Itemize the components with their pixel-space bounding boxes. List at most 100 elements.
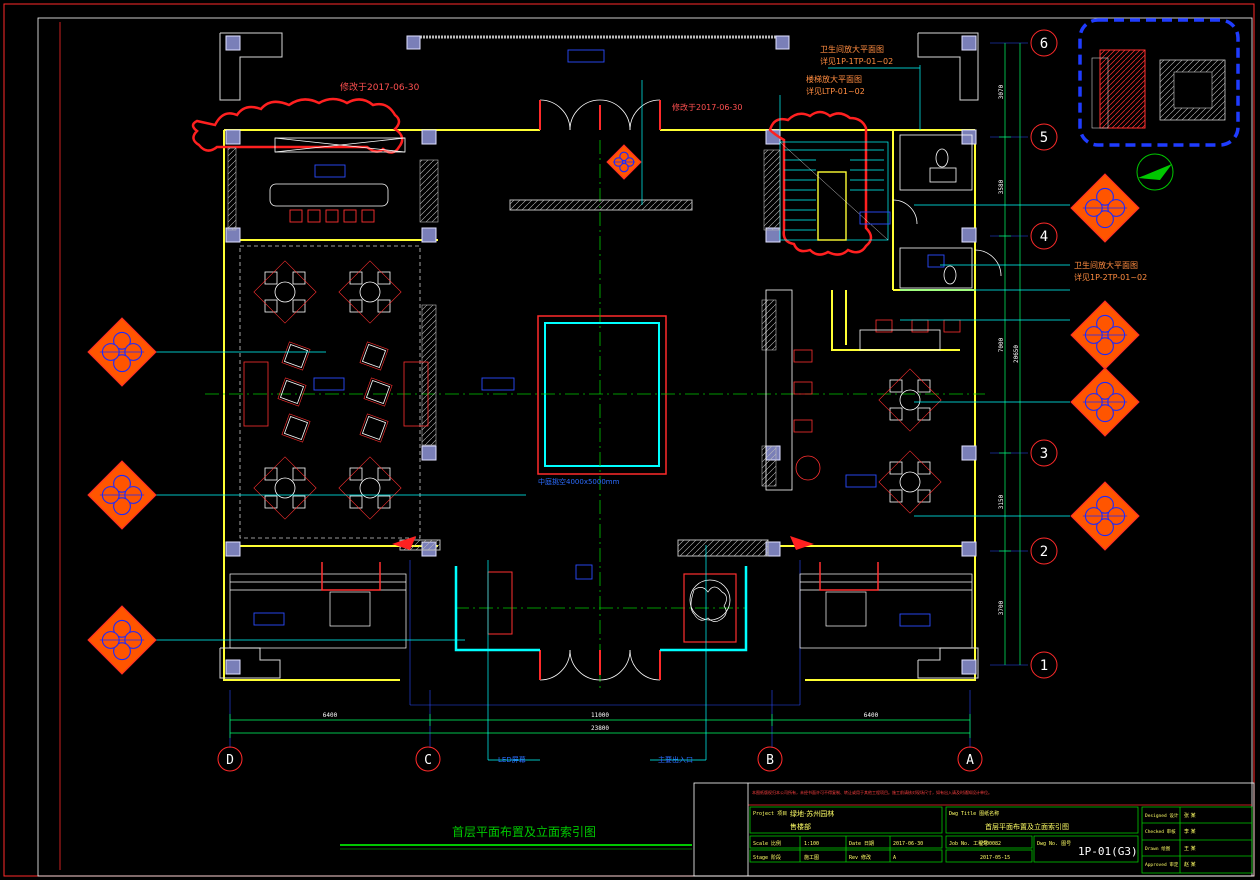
chair [917,379,931,393]
chair [377,467,391,481]
tb-drawn-value: 王 某 [1184,846,1196,852]
tb-drawing-value: 首层平面布置及立面索引图 [985,822,1069,831]
tb-rev-label: Rev 修改 [849,854,871,861]
svg-text:A: A [966,753,974,768]
chair [377,271,391,285]
tb-project-label: Project 项目 [753,811,787,817]
svg-text:6: 6 [1040,36,1048,52]
table-group [878,450,942,514]
entrance-vestibule [399,539,769,652]
tb-designed-value: 张 某 [1184,812,1196,819]
grid-bubble-5: 5 [1030,123,1058,151]
chair [917,461,931,475]
lounge-chair [281,341,311,371]
grid-bubble-6: 6 [1030,29,1058,57]
reception-screen-bar [509,199,693,211]
elevation-marker-icon [1070,300,1140,370]
building-walls [223,129,976,681]
tb-project-sub: 售楼部 [790,822,811,831]
chair [377,299,391,313]
entry-doors [539,99,661,681]
dim-right-1: 3070 [998,84,1005,99]
elevation-marker-icon [87,317,157,387]
elevation-marker-icon [87,460,157,530]
chair [889,379,903,393]
tb-drawing-label: Dwg Title 图纸名称 [949,810,999,817]
lounge-chair [281,413,311,443]
sheet-frame-inner [37,17,1253,877]
dimension-lines [229,43,1021,738]
drawing-title: 首层平面布置及立面索引图 [452,824,596,839]
svg-text:3: 3 [1040,446,1048,462]
chair [917,489,931,503]
dim-right-2: 3580 [998,179,1005,194]
revision-note-left: 修改于2017-06-30 [340,81,420,93]
chair [349,271,363,285]
detail-ref-1-line1: 卫生间放大平面图 [820,44,884,54]
dim-bottom-3: 6400 [864,712,879,719]
elevation-marker-icon [1070,173,1140,243]
corner-column-blocks [219,32,979,679]
left-wall-hatch [227,147,781,487]
atrium-void [537,315,667,475]
chair [292,495,306,509]
svg-text:C: C [424,753,432,768]
grid-bubble-d: D [217,746,243,772]
grid-lines [229,42,1028,748]
dim-right-3: 7000 [998,337,1005,352]
dim-bottom-1: 6400 [323,712,338,719]
lounge-chair [363,377,393,407]
svg-text:D: D [226,753,234,768]
led-screen-label: LED屏幕 [498,755,526,764]
main-entry-label: 主要出入口 [658,755,693,764]
tb-scale-label: Scale 比例 [753,840,781,847]
svg-text:1: 1 [1040,658,1048,674]
dim-right-total: 20650 [1013,345,1020,363]
detail-ref-3-line1: 卫生间放大平面图 [1074,260,1138,270]
key-plan [1078,18,1240,147]
elevation-marker-icon [1070,481,1140,551]
tb-job-label: Job No. 工程号 [949,840,988,847]
detail-ref-3-line2: 详见1P-2TP-01~02 [1074,272,1147,282]
tb-date-label: Date 日期 [849,841,874,847]
bar-stools [289,209,375,223]
lounge-chair [359,413,389,443]
dining-table-groups [243,260,942,520]
svg-text:4: 4 [1040,229,1048,245]
tb-scale-value: 1:100 [804,841,819,847]
svg-text:5: 5 [1040,130,1048,146]
bar-counter [269,137,406,207]
stair-core [779,141,889,241]
elevation-marker-icon [1070,367,1140,437]
chair [292,467,306,481]
bottom-side-rooms [229,562,973,649]
chair [264,495,278,509]
tb-drawn-label: Drawn 绘图 [1145,845,1171,852]
toilet-rooms [892,134,1002,289]
dim-right-5: 3700 [998,600,1005,615]
revision-cloud-right [768,110,873,256]
room-tags [253,49,945,627]
detail-ref-2-line2: 详见LTP-01~02 [806,86,865,96]
chair [917,407,931,421]
tb-stage-label: Stage 阶段 [753,854,781,861]
dim-bottom-total: 23800 [591,725,609,732]
title-block-note: 本图纸版权归本公司所有，未经书面许可不得复制、转让或用于其他工程项目。施工前请核… [752,789,992,795]
tb-sheet-number: 1P-01(G3) [1078,845,1138,858]
tb-checked-label: Checked 审核 [1145,828,1176,835]
chair [292,299,306,313]
chair [889,461,903,475]
grid-bubble-a: A [957,746,983,772]
chair [377,495,391,509]
chair [889,407,903,421]
dim-right-4: 3150 [998,494,1005,509]
grid-bubble-3: 3 [1030,439,1058,467]
revision-cloud-left [191,97,404,154]
lounge-chair [277,377,307,407]
tb-checked-value: 李 某 [1184,828,1196,835]
leader-lines [155,65,1070,761]
table-group [338,260,402,324]
tb-dwg-no-label: Dwg No. 图号 [1037,841,1071,847]
negotiation-area-outline [239,245,421,539]
